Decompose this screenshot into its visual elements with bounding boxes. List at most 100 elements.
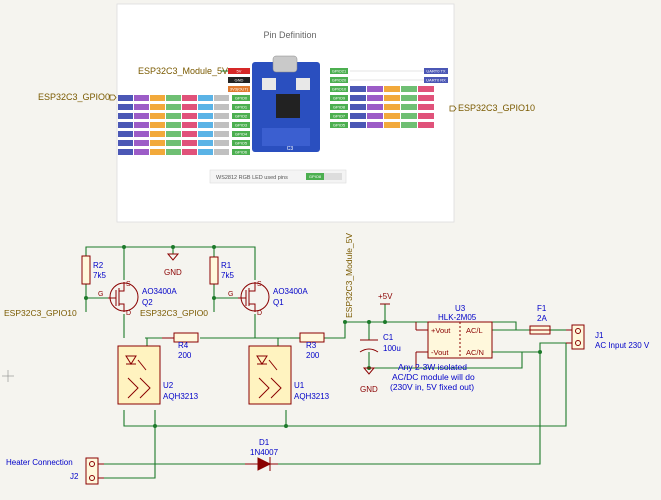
antenna-area bbox=[262, 128, 310, 146]
pin-gpio-text-right: GPIO20 bbox=[332, 78, 347, 83]
component-symbols bbox=[81, 255, 585, 485]
pin-color-cell bbox=[166, 149, 181, 155]
pin-gpio-tag bbox=[232, 113, 250, 119]
pin-color-cell bbox=[166, 113, 181, 119]
pin-5v-text: 5V bbox=[237, 69, 242, 74]
net-module-5v-top: ESP32C3_Module_5V bbox=[138, 66, 228, 76]
q2-pin-d: D bbox=[126, 310, 131, 317]
pin-color-cell bbox=[118, 104, 133, 110]
pin-gpio-text-right: GPIO10 bbox=[332, 87, 347, 92]
c1-ref: C1 bbox=[383, 333, 394, 342]
pin-color-cell-right bbox=[350, 104, 366, 110]
junction bbox=[153, 424, 157, 428]
r3-symbol bbox=[299, 332, 325, 343]
usb-connector bbox=[272, 55, 298, 73]
q1-pin-s: S bbox=[257, 281, 262, 288]
pin-color-cell bbox=[150, 140, 165, 146]
pin-color-cell bbox=[182, 140, 197, 146]
pin-gpio-tag bbox=[232, 140, 250, 146]
pin-color-cell bbox=[134, 122, 149, 128]
pin-color-cell-right bbox=[350, 122, 366, 128]
wire-u3-j1 bbox=[492, 342, 566, 353]
wire-j2-pin2 bbox=[104, 426, 156, 479]
pin-color-cell bbox=[166, 122, 181, 128]
gnd-symbol-c1 bbox=[362, 367, 376, 375]
r1-value: 7k5 bbox=[221, 271, 234, 280]
pin-color-cell bbox=[150, 113, 165, 119]
r3-value: 200 bbox=[306, 351, 320, 360]
pin-color-cell-right bbox=[367, 86, 383, 92]
pin-color-cell-right bbox=[367, 95, 383, 101]
pin-color-cell bbox=[150, 95, 165, 101]
pin-color-cell-right bbox=[384, 104, 400, 110]
schematic-netlabels: ESP32C3_GPIO10 ESP32C3_GPIO0 ESP32C3_Mod… bbox=[4, 233, 354, 318]
pin-color-cell-right bbox=[401, 113, 417, 119]
q2-pin-s: S bbox=[126, 281, 131, 288]
pin-gpio-text-right: GPIO21 bbox=[332, 69, 347, 74]
pin-gpio-tag bbox=[232, 149, 250, 155]
j1-ref: J1 bbox=[595, 331, 604, 340]
pin-color-cell bbox=[214, 113, 229, 119]
net-gpio10-flag bbox=[449, 105, 457, 112]
pin-definition-image: Pin Definition C3 GPIO0GPIO1GPIO2GPIO3GP… bbox=[116, 3, 455, 223]
net-gpio0-q1: ESP32C3_GPIO0 bbox=[140, 308, 208, 318]
junction bbox=[284, 424, 288, 428]
esp-chip bbox=[276, 94, 300, 118]
pin-gpio-text-right: GPIO5 bbox=[333, 123, 346, 128]
u1-value: AQH3213 bbox=[294, 392, 330, 401]
pin-gpio-tag bbox=[232, 122, 250, 128]
chip-label: C3 bbox=[287, 146, 294, 152]
u1-ref: U1 bbox=[294, 381, 305, 390]
junction bbox=[343, 320, 347, 324]
d1-value: 1N4007 bbox=[250, 448, 279, 457]
uart-tx-tag bbox=[424, 68, 448, 74]
pin-color-cell bbox=[118, 140, 133, 146]
gnd-symbols bbox=[166, 253, 390, 375]
pin-gnd-text: GND bbox=[235, 78, 244, 83]
q2-pin-g: G bbox=[98, 291, 103, 298]
u3-pin-vout-plus: +Vout bbox=[431, 326, 451, 335]
pin-gpio-tag-right bbox=[330, 122, 348, 128]
ws2812-pin-text: GPIO8 bbox=[309, 174, 322, 179]
pin-color-cell bbox=[166, 131, 181, 137]
pin-color-cell bbox=[198, 95, 213, 101]
u2-ref: U2 bbox=[163, 381, 174, 390]
f1-value: 2A bbox=[537, 314, 547, 323]
wire-5v-rail bbox=[345, 321, 517, 330]
pin-color-cell bbox=[134, 113, 149, 119]
junction bbox=[171, 245, 175, 249]
pin-color-cell bbox=[118, 95, 133, 101]
gnd-symbol-top bbox=[166, 253, 180, 261]
pin-color-cell-right bbox=[418, 104, 434, 110]
wire-heater-loop bbox=[123, 343, 567, 427]
pin-color-cell-right bbox=[401, 86, 417, 92]
pin-color-cell bbox=[166, 104, 181, 110]
j2-symbol bbox=[85, 457, 99, 485]
pin-gpio-tag-right bbox=[330, 86, 348, 92]
j1-pin2 bbox=[575, 340, 581, 346]
u2-symbol bbox=[117, 345, 161, 405]
pin-gpio-text: GPIO3 bbox=[235, 123, 248, 128]
q1-value: AO3400A bbox=[273, 287, 308, 296]
pin-color-cell bbox=[198, 140, 213, 146]
pin-color-cell bbox=[150, 149, 165, 155]
q1-pin-g: G bbox=[228, 291, 233, 298]
pin-color-cell bbox=[198, 131, 213, 137]
r1-ref: R1 bbox=[221, 261, 232, 270]
pin-color-cell bbox=[134, 140, 149, 146]
junction bbox=[383, 320, 387, 324]
net-gpio10-q2: ESP32C3_GPIO10 bbox=[4, 308, 77, 318]
d1-ref: D1 bbox=[259, 438, 270, 447]
pin-color-cell bbox=[118, 122, 133, 128]
q1-ref: Q1 bbox=[273, 298, 284, 307]
pin-color-cell-right bbox=[384, 122, 400, 128]
pin-gpio-tag-right bbox=[330, 77, 348, 83]
note-line1: Any 2-3W isolated bbox=[398, 362, 467, 372]
u2-triac-b bbox=[127, 377, 139, 399]
q1-pin-d: D bbox=[257, 310, 262, 317]
u3-value: HLK-2M05 bbox=[438, 313, 477, 322]
module-note: Any 2-3W isolated AC/DC module will do (… bbox=[390, 362, 475, 392]
